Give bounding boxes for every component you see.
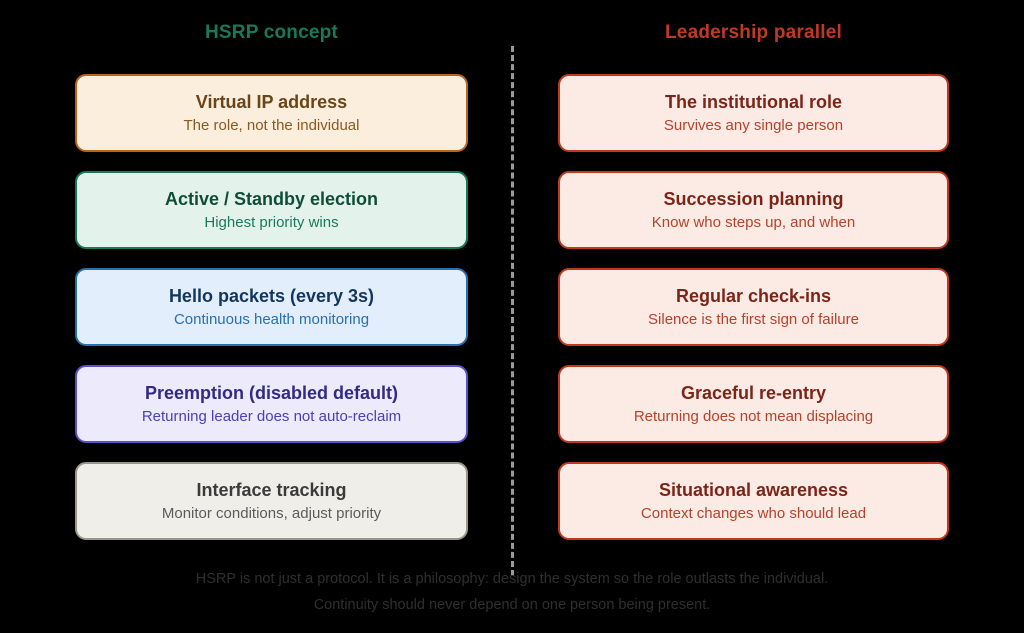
card-title: The institutional role xyxy=(664,92,842,113)
card-subtitle: Returning does not mean displacing xyxy=(633,407,874,425)
card-subtitle: Continuous health monitoring xyxy=(173,310,370,328)
card-title: Graceful re-entry xyxy=(680,383,827,404)
card-subtitle: Highest priority wins xyxy=(204,213,339,231)
concept-card[interactable]: Preemption (disabled default) Returning l… xyxy=(75,365,468,443)
column-header-leadership-parallel: Leadership parallel xyxy=(665,22,842,43)
footer-caption: HSRP is not just a protocol. It is a phi… xyxy=(0,566,1024,618)
card-title: Active / Standby election xyxy=(164,189,379,210)
card-title: Virtual IP address xyxy=(195,92,348,113)
card-subtitle: Monitor conditions, adjust priority xyxy=(161,504,382,522)
card-subtitle: The role, not the individual xyxy=(183,116,360,134)
footer-line-2: Continuity should never depend on one pe… xyxy=(313,597,711,613)
card-subtitle: Returning leader does not auto-reclaim xyxy=(141,407,402,425)
card-title: Succession planning xyxy=(663,189,844,210)
card-title: Interface tracking xyxy=(196,480,347,501)
vertical-dashed-divider xyxy=(511,46,514,576)
card-title: Regular check-ins xyxy=(675,286,832,307)
concept-card[interactable]: Hello packets (every 3s) Continuous healt… xyxy=(75,268,468,346)
card-title: Hello packets (every 3s) xyxy=(168,286,375,307)
footer-line-1: HSRP is not just a protocol. It is a phi… xyxy=(195,571,829,587)
card-subtitle: Survives any single person xyxy=(663,116,844,134)
card-title: Situational awareness xyxy=(658,480,849,501)
card-subtitle: Know who steps up, and when xyxy=(651,213,856,231)
card-subtitle: Context changes who should lead xyxy=(640,504,867,522)
card-subtitle: Silence is the first sign of failure xyxy=(648,310,859,328)
column-header-hsrp-concept: HSRP concept xyxy=(205,22,338,43)
card-title: Preemption (disabled default) xyxy=(144,383,399,404)
